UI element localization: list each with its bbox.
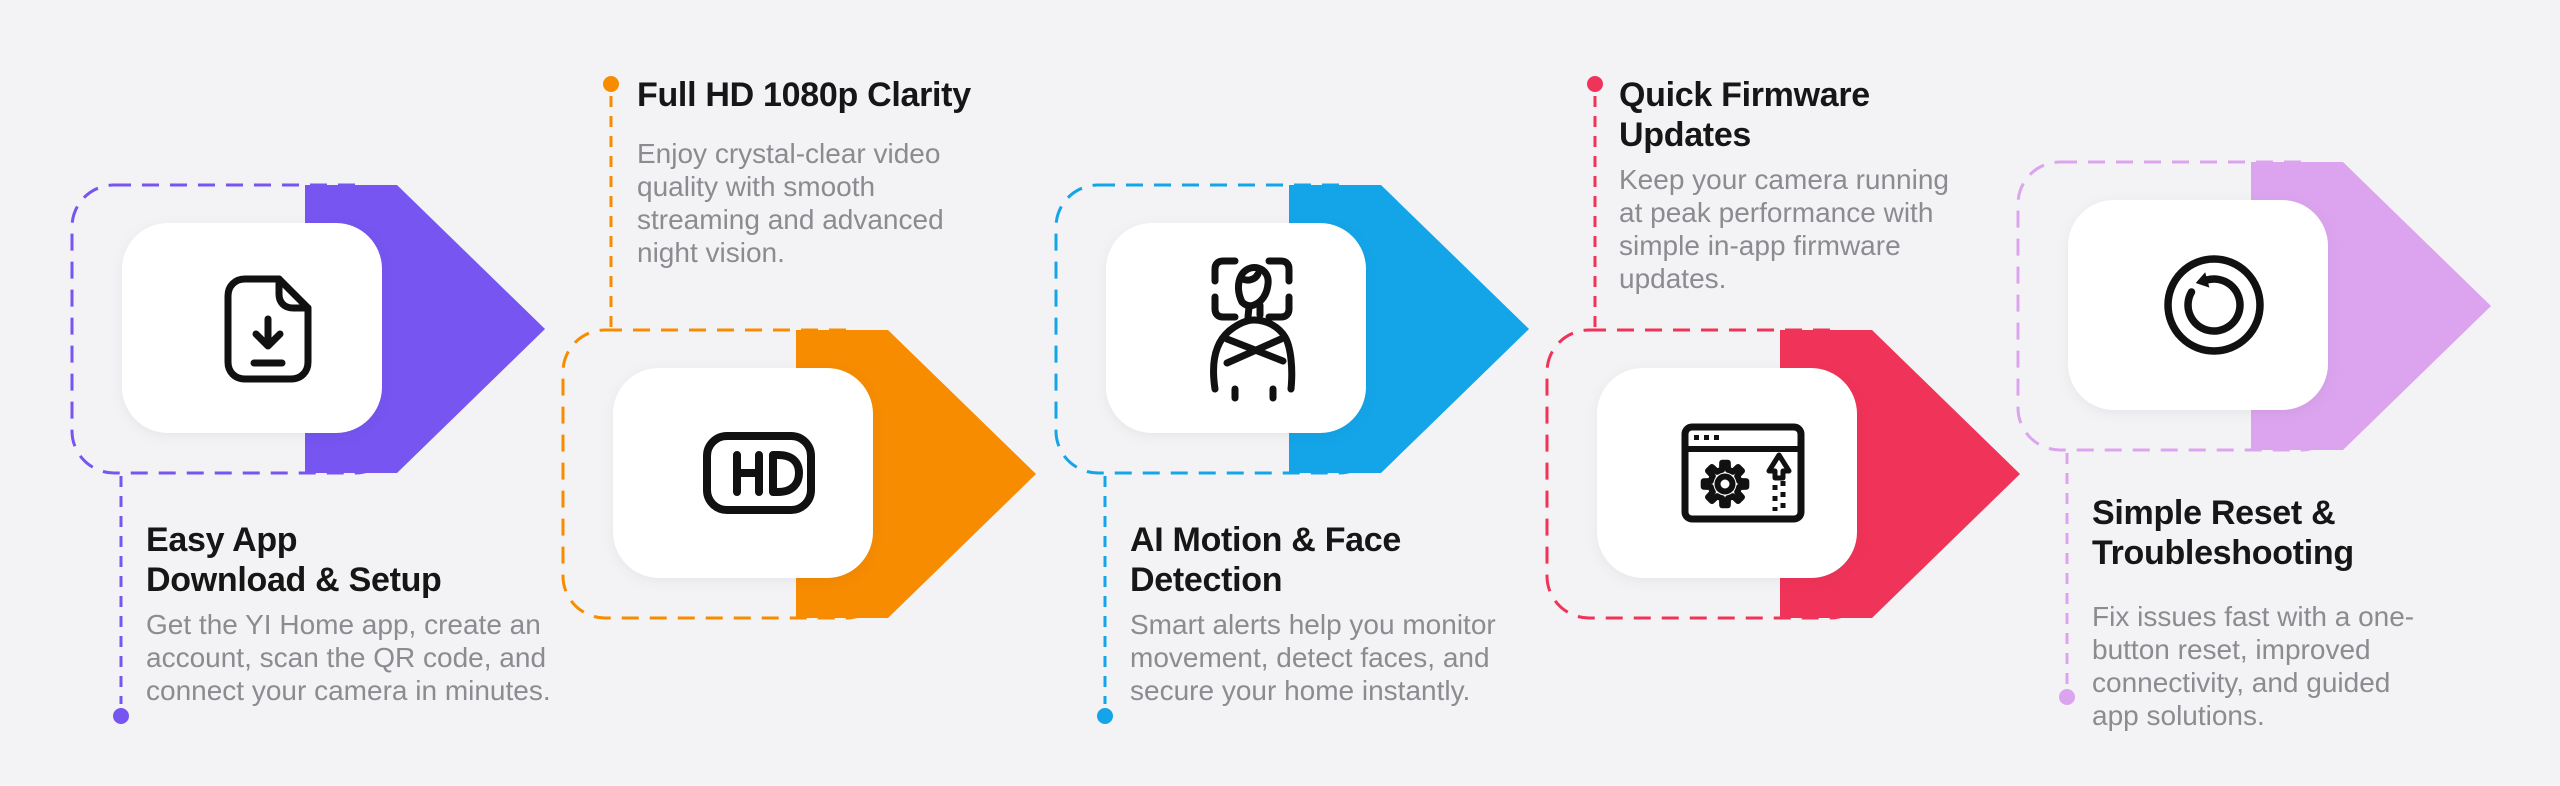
text-line: simple in-app firmware	[1619, 230, 1901, 261]
arrow-up-icon	[1766, 452, 1792, 481]
reset-arrowhead	[2195, 272, 2210, 288]
text-line: updates.	[1619, 263, 1727, 294]
connector-dot	[2059, 689, 2075, 705]
text-line: Easy App	[146, 521, 298, 559]
text-line: secure your home instantly.	[1130, 675, 1471, 706]
firmware-update-icon	[1681, 423, 1805, 523]
text-line: Quick Firmware	[1619, 76, 1870, 114]
text-line: Enjoy crystal-clear video	[637, 138, 941, 169]
step-group-full-hd	[561, 76, 1036, 620]
text-line: app solutions.	[2092, 700, 2265, 731]
text-line: Download & Setup	[146, 561, 442, 599]
step-group-reset	[2016, 160, 2491, 705]
text-line: Detection	[1130, 561, 1283, 599]
step-description: Fix issues fast with a one-button reset,…	[2092, 600, 2414, 732]
step-group-easy-app	[70, 183, 545, 724]
text-line: Simple Reset &	[2092, 494, 2336, 532]
text-line: connect your camera in minutes.	[146, 675, 551, 706]
step-title: Full HD 1080p Clarity	[637, 75, 971, 115]
text-line: Get the YI Home app, create an	[146, 609, 541, 640]
text-line: Updates	[1619, 116, 1752, 154]
text-line: quality with smooth	[637, 171, 876, 202]
icon-card	[2068, 200, 2328, 410]
face-detection-icon	[1210, 257, 1296, 402]
text-line: button reset, improved	[2092, 634, 2371, 665]
connector-dot	[113, 708, 129, 724]
step-group-firmware	[1545, 76, 2020, 620]
text-line: at peak performance with	[1619, 197, 1934, 228]
text-line: Troubleshooting	[2092, 534, 2354, 572]
step-group-ai-motion	[1054, 183, 1529, 724]
step-title: Simple Reset &Troubleshooting	[2092, 493, 2354, 573]
text-line: connectivity, and guided	[2092, 667, 2391, 698]
file-download-icon	[224, 275, 312, 383]
reset-icon	[2164, 255, 2264, 355]
text-line: Keep your camera running	[1619, 164, 1949, 195]
connector-dot	[1097, 708, 1113, 724]
text-line: account, scan the QR code, and	[146, 642, 547, 673]
text-line: Smart alerts help you monitor	[1130, 609, 1496, 640]
text-line: AI Motion & Face	[1130, 521, 1401, 559]
text-line: movement, detect faces, and	[1130, 642, 1490, 673]
text-line: night vision.	[637, 237, 785, 268]
text-line: Full HD 1080p Clarity	[637, 76, 971, 114]
connector-dot	[1587, 76, 1603, 92]
hd-badge-icon	[703, 432, 815, 514]
text-line: streaming and advanced	[637, 204, 944, 235]
text-line: Fix issues fast with a one-	[2092, 601, 2415, 632]
connector-dot	[603, 76, 619, 92]
